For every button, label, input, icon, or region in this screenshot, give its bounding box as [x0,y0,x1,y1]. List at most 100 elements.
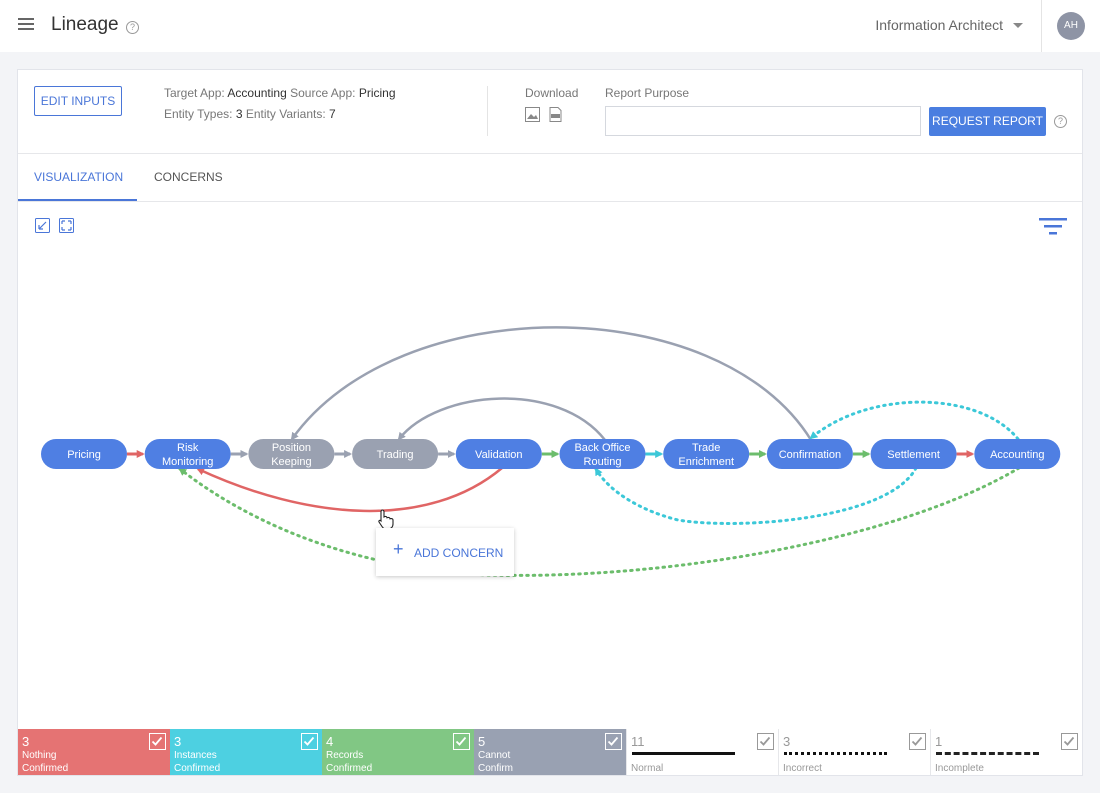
node-risk-shape[interactable] [144,439,231,469]
legend-count: 1 [935,734,943,749]
page-title: Lineage [51,14,119,35]
node-trading[interactable]: Trading [352,439,439,469]
chevron-down-icon[interactable] [1013,23,1023,28]
top-bar: Lineage ? Information Architect AH [0,0,1100,52]
image-icon[interactable] [525,107,540,122]
expand-icon[interactable] [59,218,74,233]
node-position-label: Keeping [271,456,311,468]
legend-label-line: Incorrect [783,763,822,774]
filter-icon[interactable] [1039,217,1067,237]
node-backoffice-shape[interactable] [559,439,646,469]
legend-label-line: Instances [174,750,217,761]
node-pricing-shape[interactable] [41,439,127,469]
help-icon[interactable]: ? [126,21,139,34]
avatar[interactable]: AH [1057,12,1085,40]
node-settlement-shape[interactable] [870,439,957,469]
report-purpose-label: Report Purpose [605,86,690,100]
node-settlement[interactable]: Settlement [870,439,957,469]
pdf-icon[interactable] [548,107,563,122]
check-icon [759,736,771,746]
node-trading-label: Trading [377,449,414,461]
collapse-icon[interactable] [35,218,50,233]
node-accounting-shape[interactable] [974,439,1061,469]
edge-accounting-to-risk[interactable] [178,466,1021,577]
node-accounting[interactable]: Accounting [974,439,1061,469]
node-validation-shape[interactable] [455,439,542,469]
node-position-label: Position [272,442,311,454]
check-icon [1063,736,1075,746]
divider [18,153,1082,154]
legend-count: 11 [631,734,645,749]
checkbox[interactable] [453,733,470,750]
node-trading-shape[interactable] [352,439,439,469]
divider [487,86,488,136]
source-app-value: Pricing [358,86,396,100]
legend-label: Incorrect [783,762,893,775]
node-validation[interactable]: Validation [455,439,542,469]
divider [1041,0,1042,52]
edge-validation-to-risk[interactable] [196,467,503,513]
node-risk-label: Monitoring [162,456,213,468]
legend-label: Incomplete [935,762,1045,775]
legend-line-sample [784,752,887,755]
entity-variants-value: 7 [329,107,336,121]
target-app-value: Accounting [227,86,287,100]
legend-label: Normal [631,762,741,775]
checkbox[interactable] [605,733,622,750]
edit-inputs-button[interactable]: EDIT INPUTS [34,86,122,116]
request-report-button[interactable]: REQUEST REPORT [929,107,1046,136]
node-backoffice-label: Back Office [574,442,630,454]
edge-accounting-to-confirmation[interactable] [809,400,1020,441]
node-confirmation[interactable]: Confirmation [766,439,853,469]
checkbox[interactable] [909,733,926,750]
edge-backoffice-to-trading[interactable] [397,397,606,441]
check-icon [303,736,315,746]
node-confirmation-shape[interactable] [766,439,853,469]
legend-count: 3 [22,734,30,749]
legend-count: 3 [174,734,182,749]
check-icon [607,736,619,746]
divider [18,201,1082,202]
add-concern-button[interactable]: ADD CONCERN [414,546,504,560]
check-icon [455,736,467,746]
legend-line-sample [936,752,1039,755]
node-position-shape[interactable] [248,439,335,469]
legend-count: 3 [783,734,791,749]
checkbox[interactable] [1061,733,1078,750]
main-card: EDIT INPUTS Target App: Accounting Sourc… [17,69,1083,776]
node-pricing[interactable]: Pricing [41,439,127,469]
edge-confirmation-to-position[interactable] [290,326,813,441]
checkbox[interactable] [149,733,166,750]
node-validation-label: Validation [475,449,523,461]
checkbox[interactable] [301,733,318,750]
report-purpose-input[interactable] [605,106,921,136]
legend-label-line: Confirmed [22,763,69,774]
tab-concerns[interactable]: CONCERNS [154,170,223,184]
node-enrichment-shape[interactable] [663,439,750,469]
hamburger-menu-icon[interactable] [18,18,34,32]
checkbox[interactable] [757,733,774,750]
add-concern-popup[interactable]: + ADD CONCERN [376,528,514,576]
tab-visualization[interactable]: VISUALIZATION [34,170,124,184]
edge-settlement-to-backoffice[interactable] [594,466,918,525]
target-app-label: Target App: [164,86,225,100]
role-selector[interactable]: Information Architect [875,17,1003,33]
legend-label-line: Incomplete [935,763,984,774]
plus-icon[interactable]: + [393,539,404,559]
help-icon[interactable]: ? [1054,115,1067,128]
